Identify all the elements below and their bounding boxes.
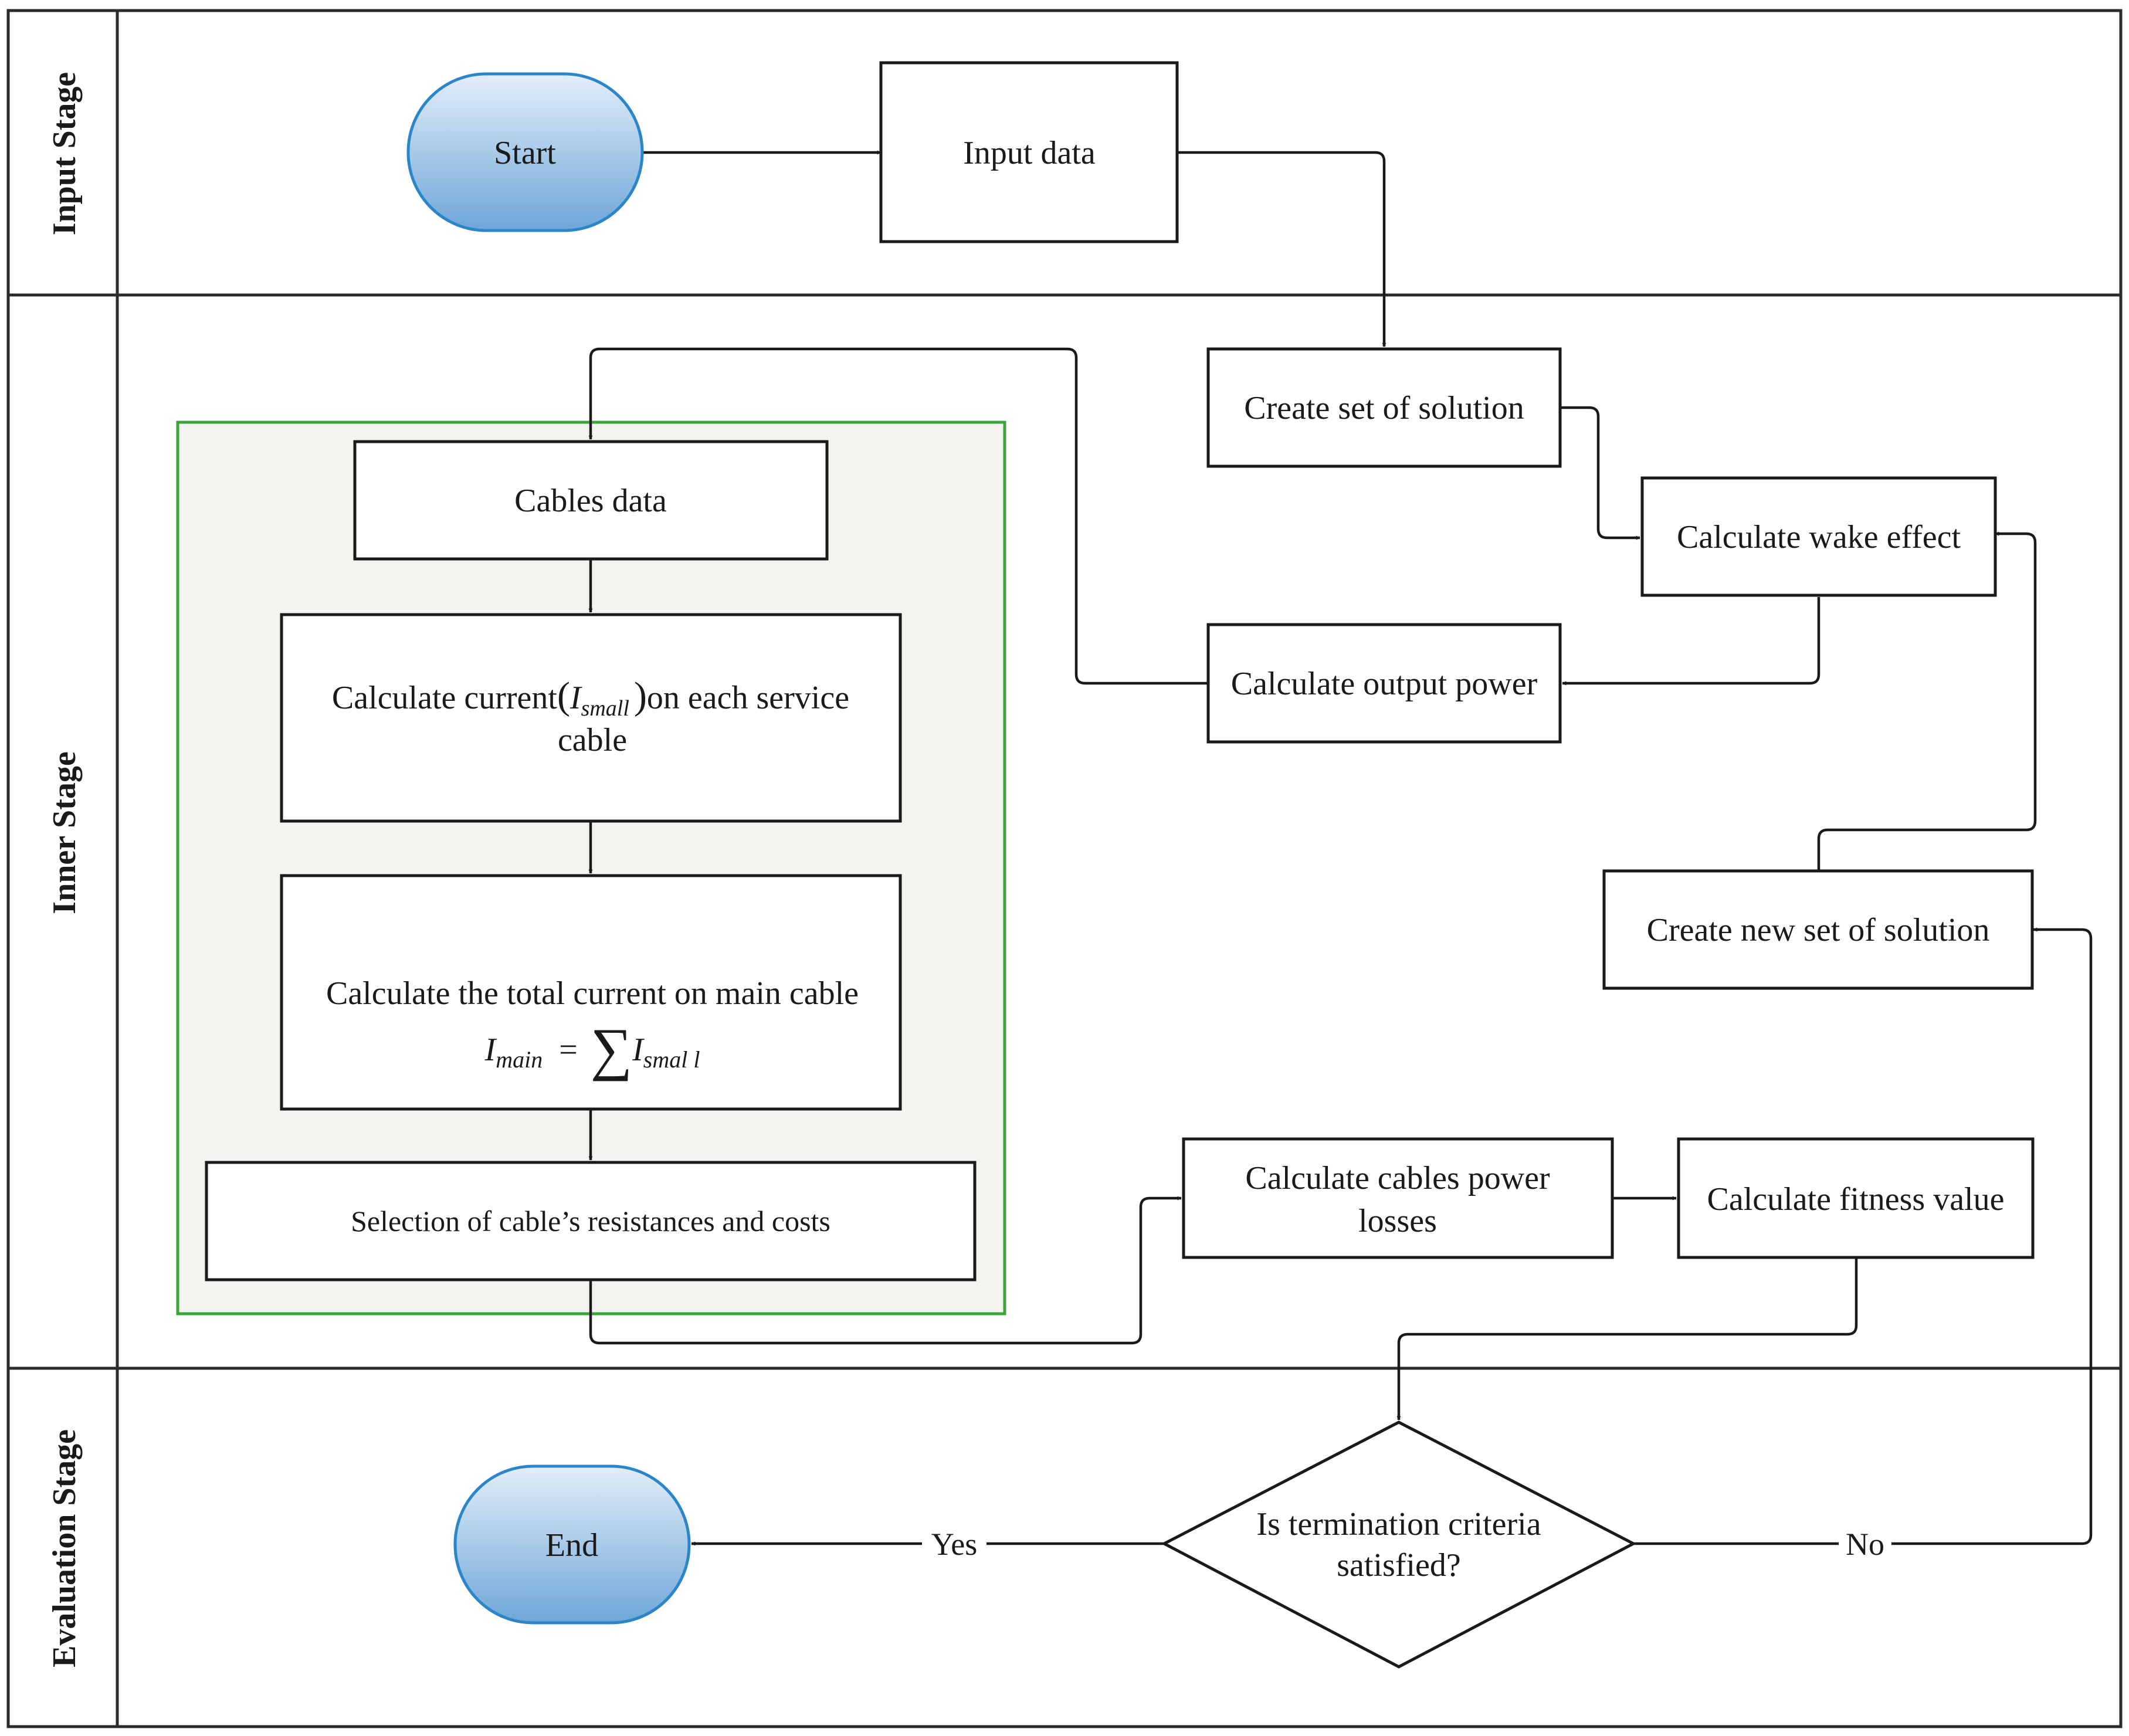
calc-current-suffix: on each service — [647, 680, 849, 716]
edge-input-to-create-set — [1177, 151, 1386, 347]
edge-new-set-to-wake — [1817, 531, 2037, 871]
calc-total-box: Calculate the total current on main cabl… — [280, 874, 902, 1111]
calc-current-line2: cable — [558, 722, 627, 758]
calc-total-rhs-symbol: I — [632, 1032, 645, 1068]
svg-text:Calculate current(Ismall)on ea: Calculate current(Ismall)on each service — [332, 674, 849, 721]
cables-data-box: Cables data — [353, 440, 829, 561]
selection-label: Selection of cable’s resistances and cos… — [351, 1205, 830, 1237]
wake-effect-box: Calculate wake effect — [1640, 476, 1997, 597]
input-data-label: Input data — [963, 135, 1096, 171]
calc-current-paren-open: ( — [557, 674, 570, 717]
edge-decision-no — [1633, 927, 2093, 1545]
fitness-box: Calculate fitness value — [1677, 1137, 2035, 1259]
decision-line2: satisfied? — [1337, 1547, 1460, 1584]
output-power-box: Calculate output power — [1206, 623, 1562, 744]
power-losses-line1: Calculate cables power — [1245, 1160, 1550, 1196]
termination-decision: Is termination criteria satisfied? — [1161, 1420, 1637, 1669]
calc-total-sum: ∑ — [591, 1016, 632, 1081]
start-label: Start — [494, 135, 556, 171]
calc-current-prefix: Calculate current — [332, 680, 557, 716]
create-set-box: Create set of solution — [1206, 347, 1562, 468]
fitness-label: Calculate fitness value — [1707, 1181, 2005, 1218]
connectors — [588, 150, 2093, 1546]
edge-selection-to-losses — [589, 1196, 1182, 1345]
cables-data-label: Cables data — [514, 483, 667, 519]
calc-total-rhs-subscript: smal l — [643, 1046, 700, 1073]
calc-total-lhs-symbol: I — [484, 1032, 497, 1068]
selection-box: Selection of cable’s resistances and cos… — [205, 1161, 977, 1281]
power-losses-box: Calculate cables power losses — [1182, 1137, 1614, 1259]
power-losses-line2: losses — [1358, 1203, 1437, 1239]
edge-wake-to-output — [1562, 597, 1821, 686]
calc-total-line1: Calculate the total current on main cabl… — [326, 975, 859, 1012]
calc-total-lhs-subscript: main — [496, 1046, 543, 1073]
end-terminal: End — [453, 1464, 691, 1625]
calc-total-equals: = — [559, 1032, 578, 1068]
create-set-label: Create set of solution — [1244, 390, 1524, 426]
create-new-set-label: Create new set of solution — [1647, 912, 1990, 948]
wake-effect-label: Calculate wake effect — [1677, 519, 1961, 555]
lane-label-evaluation: Evaluation Stage — [46, 1429, 83, 1667]
calc-current-box: Calculate current(Ismall)on each service… — [280, 613, 902, 823]
edge-output-to-cables-data — [588, 347, 1208, 685]
create-new-set-box: Create new set of solution — [1602, 869, 2034, 990]
decision-line1: Is termination criteria — [1256, 1506, 1541, 1542]
calc-current-paren-close: ) — [634, 674, 647, 717]
input-data-box: Input data — [879, 61, 1179, 243]
svg-text:Imain=∑Ismal l: Imain=∑Ismal l — [484, 1016, 700, 1081]
edge-create-set-to-wake — [1560, 406, 1640, 540]
edge-label-no: No — [1846, 1527, 1884, 1562]
lane-label-inner: Inner Stage — [46, 751, 83, 914]
lane-label-input: Input Stage — [46, 72, 83, 236]
edge-fitness-to-decision — [1396, 1258, 1858, 1420]
edge-label-yes: Yes — [931, 1527, 978, 1562]
output-power-label: Calculate output power — [1231, 666, 1538, 702]
calc-current-symbol: I — [569, 680, 582, 716]
end-label: End — [545, 1527, 598, 1564]
start-terminal: Start — [406, 72, 644, 232]
calc-current-subscript: small — [581, 696, 629, 721]
